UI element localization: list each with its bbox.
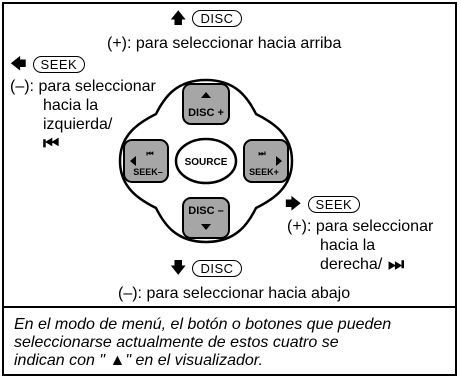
- disc-top-pill: DISC: [192, 10, 242, 27]
- source-label: SOURCE: [185, 157, 228, 168]
- disc-plus-button[interactable]: DISC +: [182, 83, 230, 125]
- diagram-frame: [2, 2, 457, 376]
- bottom-disc-label-row: 🡇 DISC: [170, 260, 242, 277]
- right-description-line3: derecha/: [320, 256, 383, 273]
- bottom-description: (–): para seleccionar hacia abajo: [118, 285, 351, 302]
- down-arrow-icon: 🡇: [170, 259, 187, 277]
- up-triangle-icon: [201, 92, 211, 98]
- right-description-line2: hacia la: [320, 237, 376, 254]
- note-line2: seleccionarse actualmente de estos cuatr…: [14, 334, 339, 351]
- down-triangle-icon: [201, 224, 211, 230]
- disc-plus-label: DISC +: [188, 107, 224, 119]
- seek-right-pill: SEEK: [307, 196, 361, 213]
- next-track-icon: ⏭: [388, 254, 405, 274]
- left-description-line1: (–): para seleccionar: [10, 78, 156, 95]
- source-button[interactable]: SOURCE: [174, 137, 238, 185]
- disc-minus-label: DISC –: [188, 205, 223, 217]
- left-triangle-icon: [130, 156, 136, 166]
- top-description: (+): para seleccionar hacia arriba: [107, 35, 342, 52]
- seek-minus-prev-icon: ⏮: [146, 149, 153, 158]
- right-triangle-icon: [276, 156, 282, 166]
- right-description-line1: (+): para seleccionar: [287, 218, 434, 235]
- previous-track-icon: ⏮: [43, 133, 60, 153]
- up-arrow-icon: 🡅: [170, 9, 187, 27]
- left-arrow-icon: 🡄: [10, 55, 27, 73]
- seek-minus-button[interactable]: ⏮ SEEK–: [123, 139, 169, 183]
- control-pad: DISC + DISC – ⏮ SEEK– ⏭ SEEK+ SOURCE: [118, 78, 294, 244]
- left-description-line2: hacia la: [43, 97, 99, 114]
- menu-mode-note: En el modo de menú, el botón o botones q…: [14, 316, 454, 370]
- seek-minus-label: SEEK–: [133, 167, 163, 177]
- right-seek-label-row: 🡆 SEEK: [285, 195, 361, 213]
- note-line3: indican con " ▲" en el visualizador.: [14, 352, 263, 369]
- right-arrow-icon: 🡆: [285, 195, 302, 213]
- note-line1: En el modo de menú, el botón o botones q…: [14, 316, 392, 333]
- left-seek-label-row: 🡄 SEEK: [10, 55, 86, 73]
- disc-minus-button[interactable]: DISC –: [182, 197, 230, 239]
- disc-bottom-pill: DISC: [192, 260, 242, 277]
- top-disc-label-row: 🡅 DISC: [170, 10, 242, 27]
- seek-plus-label: SEEK+: [249, 167, 279, 177]
- seek-plus-button[interactable]: ⏭ SEEK+: [243, 139, 289, 183]
- seek-left-pill: SEEK: [32, 56, 86, 73]
- left-description-line3: izquierda/: [43, 116, 113, 133]
- seek-plus-next-icon: ⏭: [258, 149, 266, 158]
- note-divider: [2, 306, 457, 308]
